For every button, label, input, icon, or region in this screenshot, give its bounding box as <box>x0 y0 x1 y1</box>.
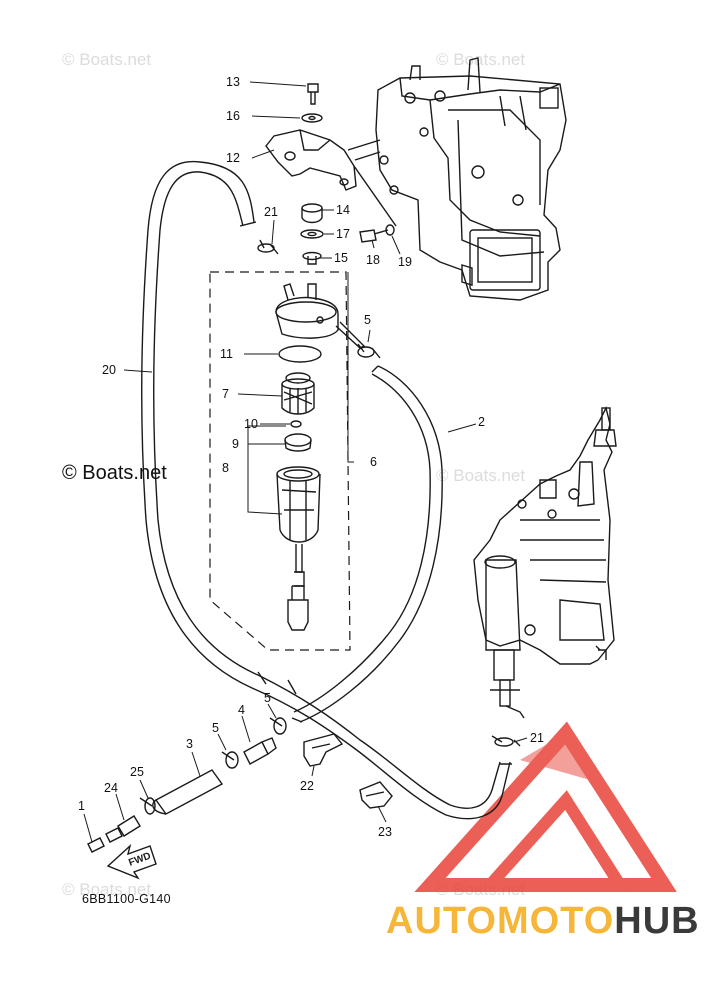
callout-20: 20 <box>102 363 116 377</box>
callout-6: 6 <box>370 455 377 469</box>
callout-18: 18 <box>366 253 380 267</box>
logo-text-part1: AUTOMOTO <box>386 900 615 942</box>
watermark: © Boats.net <box>436 50 526 69</box>
callout-11: 11 <box>220 347 233 361</box>
callout-7: 7 <box>222 387 229 401</box>
callout-22: 22 <box>300 779 314 793</box>
callout-23: 23 <box>378 825 392 839</box>
callout-17: 17 <box>336 227 350 241</box>
copyright-notice: © Boats.net <box>62 462 167 484</box>
vapor-separator-assembly <box>473 405 617 719</box>
callout-1: 1 <box>78 799 85 813</box>
callout-5-upper: 5 <box>364 313 371 327</box>
callout-5-lower-left: 5 <box>212 721 219 735</box>
callout-10: 10 <box>244 417 258 431</box>
callout-24: 24 <box>104 781 118 795</box>
hose-clips <box>87 239 521 853</box>
callout-16: 16 <box>226 109 240 123</box>
logo-text-part2: HUB <box>614 900 700 942</box>
callout-14: 14 <box>336 203 350 217</box>
callout-13: 13 <box>226 75 240 89</box>
watermark: © Boats.net <box>62 50 152 69</box>
callout-21-lower: 21 <box>530 731 544 745</box>
logo-mark <box>414 721 677 892</box>
watermark: © Boats.net <box>436 466 526 485</box>
fuel-filter-assembly <box>209 271 366 651</box>
callout-2: 2 <box>478 415 485 429</box>
engine-block-upper <box>347 57 567 301</box>
callout-labels: 13 16 12 14 17 15 21 18 19 5 11 7 10 9 8… <box>78 75 544 839</box>
callout-25: 25 <box>130 765 144 779</box>
callout-5-lower-right: 5 <box>264 691 271 705</box>
fuel-hoses <box>141 160 512 820</box>
automotohub-logo: AUTOMOTOHUB <box>386 900 700 943</box>
callout-15: 15 <box>334 251 348 265</box>
callout-4: 4 <box>238 703 245 717</box>
filter-bracket <box>265 83 397 265</box>
watermark: © Boats.net <box>62 880 152 899</box>
callout-3: 3 <box>186 737 193 751</box>
callout-9: 9 <box>232 437 239 451</box>
callout-8: 8 <box>222 461 229 475</box>
diagram-code: 6BB1100-G140 <box>82 892 171 906</box>
callout-12: 12 <box>226 151 240 165</box>
callout-19: 19 <box>398 255 412 269</box>
leader-lines <box>83 81 528 843</box>
fwd-arrow: FWD <box>106 843 157 880</box>
callout-21-upper: 21 <box>264 205 278 219</box>
